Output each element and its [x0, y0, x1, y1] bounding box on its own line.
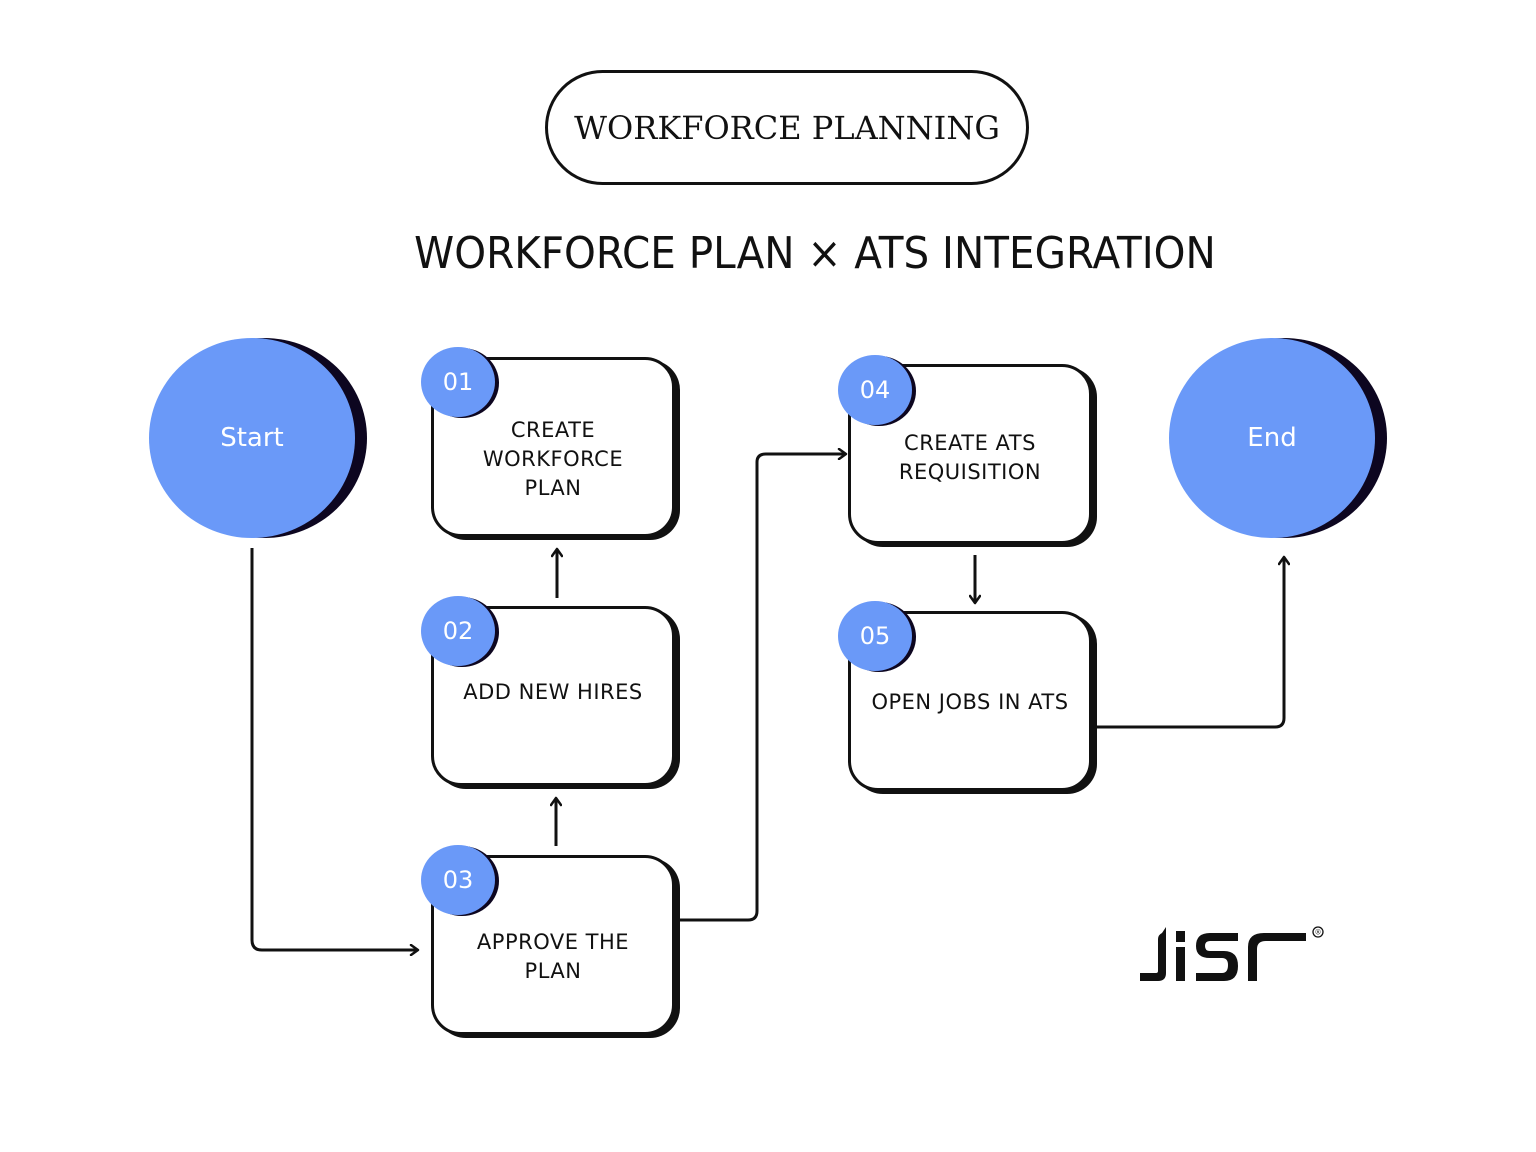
start-label: Start	[220, 423, 284, 453]
jisr-logo: JISR ®	[1140, 926, 1324, 981]
step-01-badge: 01	[421, 347, 495, 417]
end-node: End	[1169, 338, 1375, 538]
connector-start-to-03	[250, 548, 418, 950]
step-05-badge: 05	[838, 601, 912, 671]
connector-03-to-04	[680, 454, 846, 922]
diagram-title: WORKFORCE PLAN × ATS INTEGRATION	[414, 228, 1216, 279]
step-05-number: 05	[859, 622, 891, 650]
section-pill: WORKFORCE PLANNING	[545, 70, 1029, 185]
end-label: End	[1247, 423, 1297, 453]
step-03-number: 03	[442, 866, 474, 894]
step-04-label: CREATE ATS REQUISITION	[898, 431, 1042, 484]
step-02-number: 02	[442, 617, 474, 645]
registered-mark: ®	[1315, 929, 1322, 937]
section-pill-label: WORKFORCE PLANNING	[574, 108, 1000, 147]
step-02-label: ADD NEW HIRES	[463, 680, 643, 704]
step-03-label: APPROVE THE PLAN	[476, 930, 630, 983]
connector-05-to-end	[1097, 557, 1284, 729]
step-04-number: 04	[859, 376, 891, 404]
step-01-label: CREATE WORKFORCE PLAN	[482, 418, 624, 500]
start-node: Start	[149, 338, 355, 538]
step-03-badge: 03	[421, 845, 495, 915]
step-04-badge: 04	[838, 355, 912, 425]
step-05-label: OPEN JOBS IN ATS	[871, 690, 1069, 714]
step-02-badge: 02	[421, 596, 495, 666]
step-01-number: 01	[442, 368, 474, 396]
